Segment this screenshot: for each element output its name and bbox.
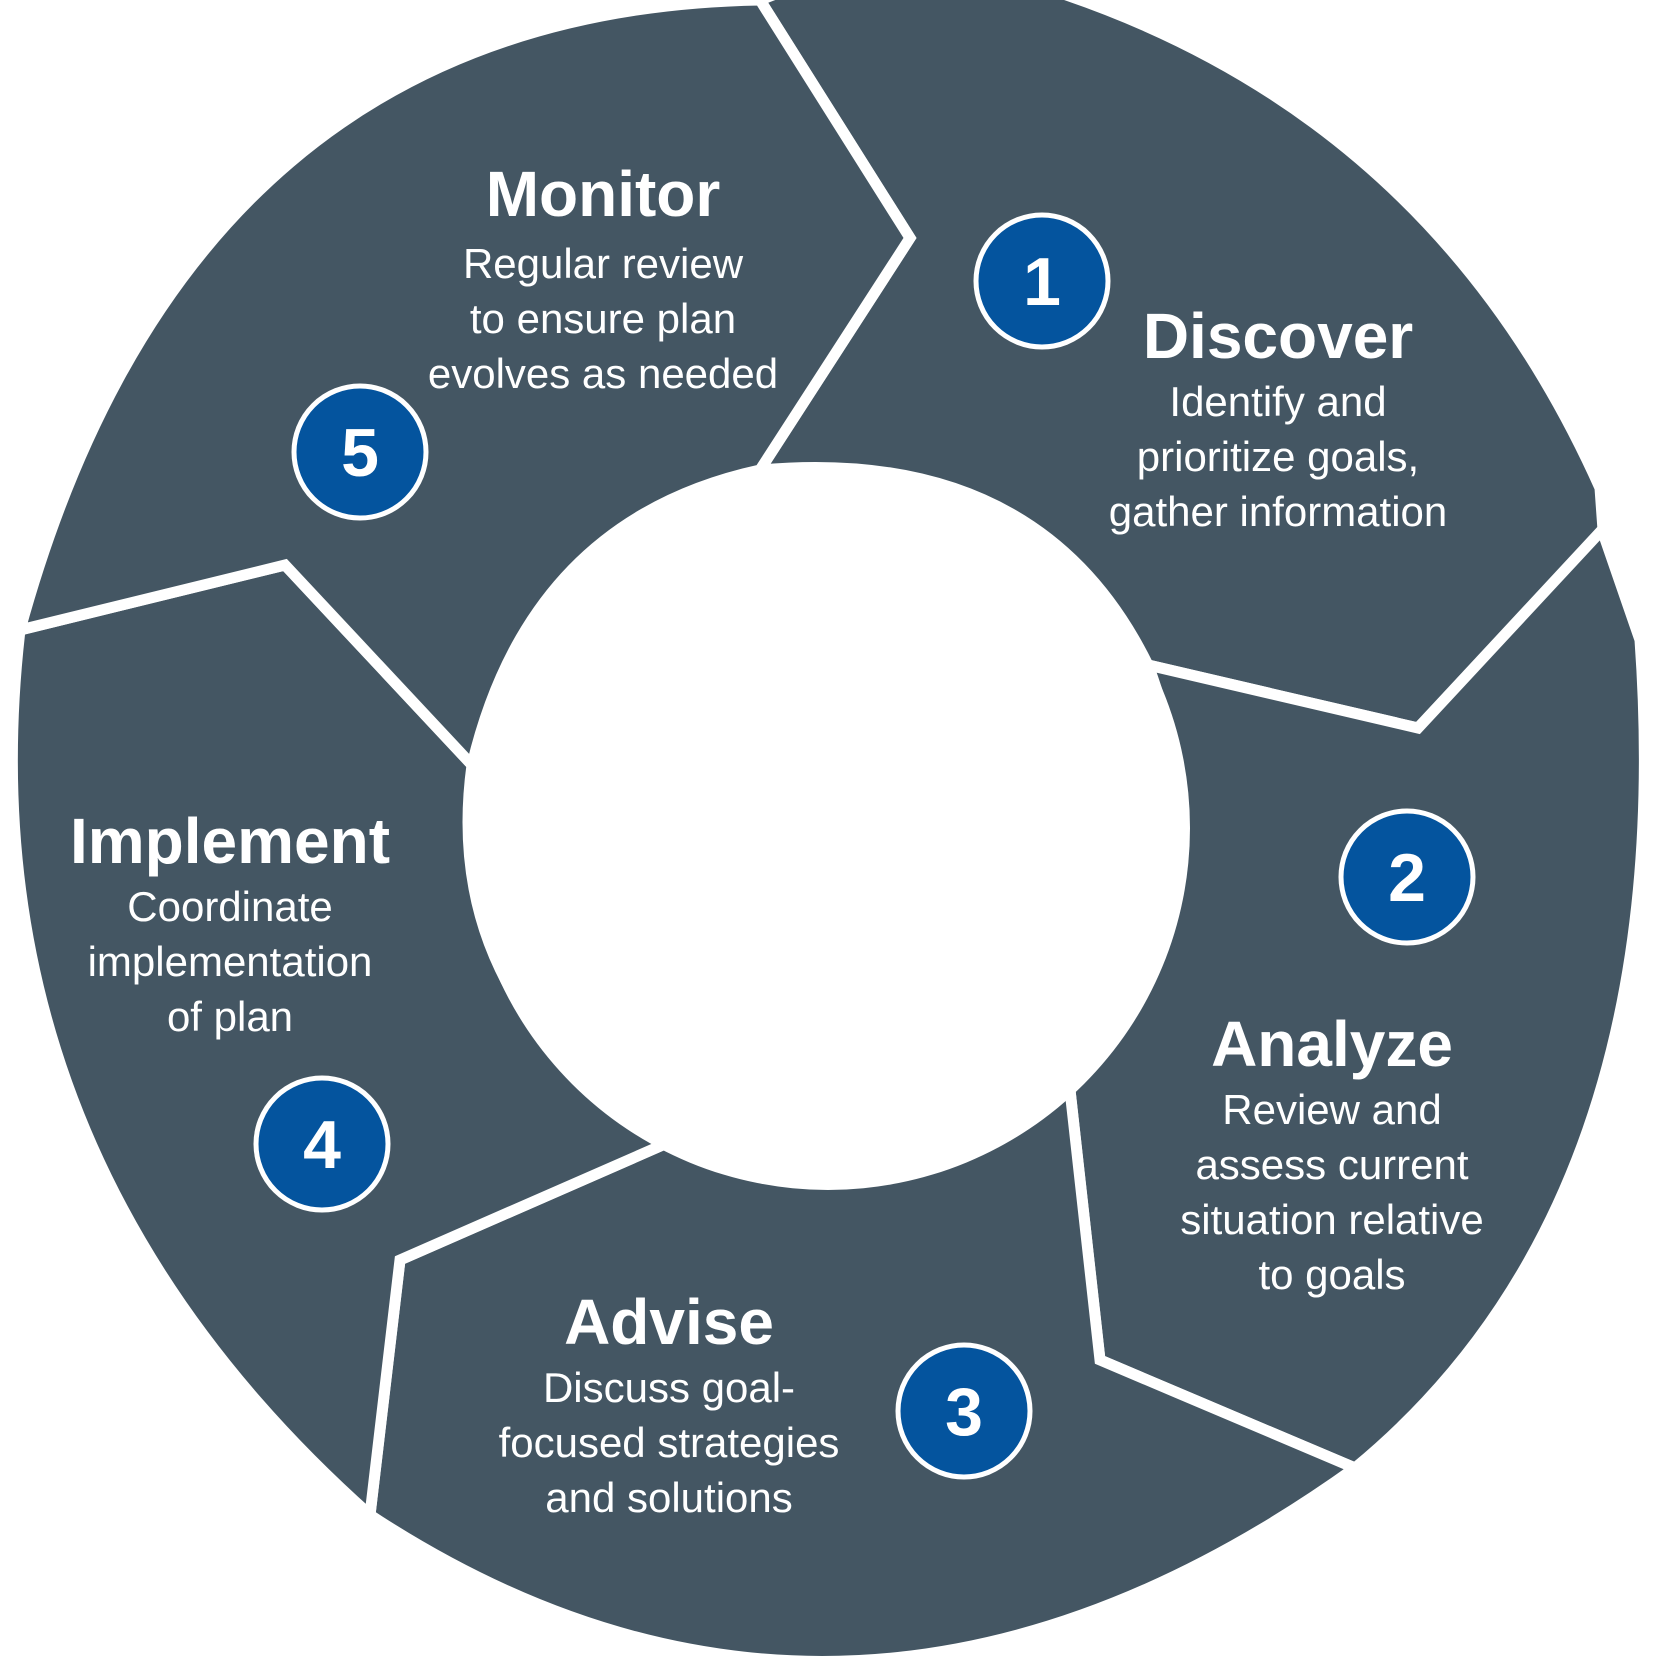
badge-1-number: 1 xyxy=(1023,244,1061,320)
badge-1-circle xyxy=(973,212,1111,350)
stage-desc-line: situation relative xyxy=(1180,1196,1484,1243)
badge-5-number: 5 xyxy=(341,415,379,491)
badge-4-circle xyxy=(253,1075,391,1213)
stage-title-implement: Implement xyxy=(70,805,390,877)
badge-4-number: 4 xyxy=(303,1107,341,1183)
badge-2-number: 2 xyxy=(1388,840,1426,916)
stage-desc-line: Coordinate xyxy=(127,883,332,930)
badge-5: 5 xyxy=(291,383,429,521)
stage-monitor-text: Monitor Regular review to ensure plan ev… xyxy=(428,158,778,397)
stage-desc-line: assess current xyxy=(1195,1141,1468,1188)
stage-desc-line: of plan xyxy=(167,993,293,1040)
stage-analyze-text: Analyze Review and assess current situat… xyxy=(1180,1008,1484,1298)
badge-2: 2 xyxy=(1338,808,1476,946)
stage-discover-text: Discover Identify and prioritize goals, … xyxy=(1109,300,1448,535)
stage-desc-line: Regular review xyxy=(463,240,744,287)
stage-title-advise: Advise xyxy=(564,1286,774,1358)
stage-implement-text: Implement Coordinate implementation of p… xyxy=(70,805,390,1040)
stage-desc-line: Discuss goal- xyxy=(543,1364,795,1411)
badge-1: 1 xyxy=(973,212,1111,350)
stage-desc-line: focused strategies xyxy=(499,1419,840,1466)
badge-5-circle xyxy=(291,383,429,521)
badge-2-circle xyxy=(1338,808,1476,946)
ring-segments xyxy=(6,0,1650,1656)
stage-desc-line: to ensure plan xyxy=(470,295,736,342)
stage-desc-line: evolves as needed xyxy=(428,350,778,397)
stage-desc-line: to goals xyxy=(1258,1251,1405,1298)
stage-desc-line: gather information xyxy=(1109,488,1448,535)
stage-desc-line: and solutions xyxy=(545,1474,793,1521)
badge-3: 3 xyxy=(895,1342,1033,1480)
center-hole xyxy=(466,466,1190,1190)
stage-desc-line: prioritize goals, xyxy=(1137,433,1419,480)
stage-title-monitor: Monitor xyxy=(486,158,721,230)
badge-4: 4 xyxy=(253,1075,391,1213)
stage-desc-line: implementation xyxy=(88,938,373,985)
stage-desc-line: Review and xyxy=(1222,1086,1441,1133)
stage-title-discover: Discover xyxy=(1143,300,1413,372)
stage-desc-line: Identify and xyxy=(1169,378,1386,425)
badge-3-number: 3 xyxy=(945,1374,983,1450)
stage-title-analyze: Analyze xyxy=(1211,1008,1453,1080)
badge-3-circle xyxy=(895,1342,1033,1480)
stage-advise-text: Advise Discuss goal- focused strategies … xyxy=(499,1286,840,1521)
